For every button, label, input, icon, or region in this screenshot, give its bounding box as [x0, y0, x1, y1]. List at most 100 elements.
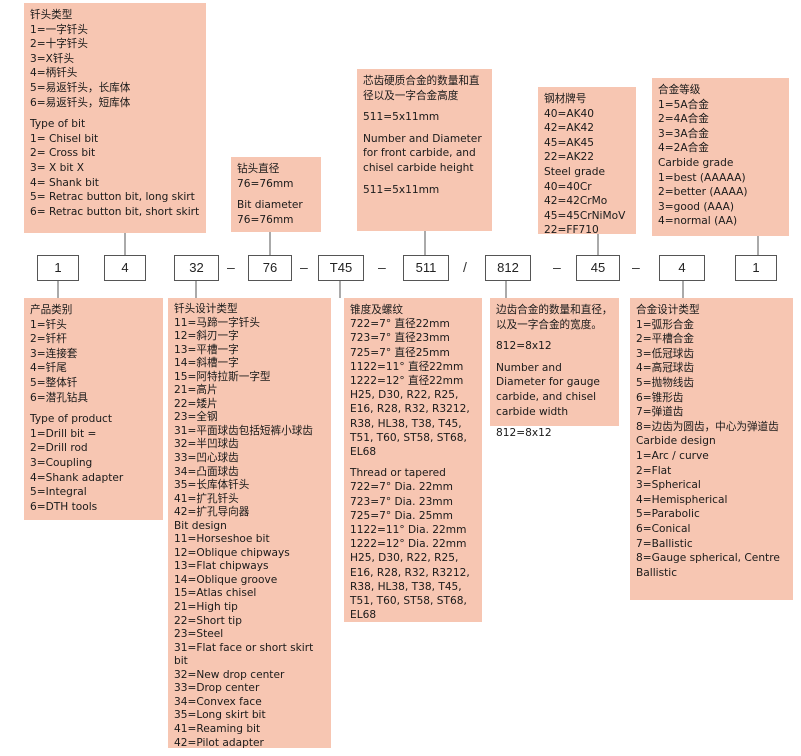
box-line: 22=AK22 — [544, 151, 595, 164]
box-line: Bit design — [174, 519, 227, 532]
box-line: 1=Drill bit = — [30, 427, 97, 440]
box-line: 41=Reaming bit — [174, 722, 261, 735]
box-line: 2=Flat — [636, 464, 672, 477]
box-line: 8=Gauge spherical, Centre Ballistic — [636, 552, 780, 579]
box-line: 5= Retrac button bit, long skirt — [30, 191, 195, 204]
box-line: 722=7° Dia. 22mm — [350, 481, 453, 494]
box-line: 3=good (AAA) — [658, 200, 734, 213]
box-line: 5=Integral — [30, 486, 87, 499]
box-line: 3=Spherical — [636, 479, 701, 492]
spacer — [496, 354, 613, 361]
box-line: 42=扩孔导向器 — [174, 506, 250, 519]
box-line: 511=5x11mm — [363, 183, 440, 196]
box-line: 1= Chisel bit — [30, 132, 99, 145]
separator: – — [300, 259, 308, 275]
box-line: 41=扩孔钎头 — [174, 492, 239, 505]
box-line: 11=马蹄一字钎头 — [174, 316, 260, 329]
box-line: 4=Shank adapter — [30, 471, 124, 484]
box-line: 6=DTH tools — [30, 500, 98, 513]
spacer — [237, 191, 315, 198]
box-line: 511=5x11mm — [363, 111, 440, 124]
box-line: 12=斜刃一字 — [174, 330, 239, 343]
box-line: 锥度及螺纹 — [350, 304, 403, 316]
spacer — [496, 332, 613, 339]
box-line: 6=易返钎头，短库体 — [30, 96, 131, 109]
box-line: 合金设计类型 — [636, 304, 700, 316]
box-line: 1222=12° Dia. 22mm — [350, 538, 467, 551]
box-line: 4=钎尾 — [30, 362, 67, 375]
box-line: 22=Short tip — [174, 614, 242, 627]
separator: – — [553, 259, 561, 275]
box-line: 14=Oblique groove — [174, 573, 278, 586]
box-line: 725=7° 直径25mm — [350, 346, 450, 359]
box-line: 722=7° 直径22mm — [350, 318, 450, 331]
box-line: 40=40Cr — [544, 180, 592, 193]
box-line: 6=锥形齿 — [636, 391, 684, 404]
box-line: 812=8x12 — [496, 340, 552, 353]
box-line: 3=X钎头 — [30, 52, 75, 65]
box-line: 5=Parabolic — [636, 508, 700, 521]
separator: / — [463, 259, 467, 275]
box-line: 4=2A合金 — [658, 142, 709, 155]
box-line: 4=高冠球齿 — [636, 362, 694, 375]
box-line: 合金等级 — [658, 84, 701, 96]
box-line: 1222=12° 直径22mm — [350, 375, 464, 388]
box-line: 3=连接套 — [30, 347, 78, 360]
box-line: 2=钎杆 — [30, 333, 67, 346]
code-thread: T45 — [318, 255, 364, 281]
box-line: 4=normal (AA) — [658, 215, 738, 228]
box-line: 13=Flat chipways — [174, 560, 269, 573]
spacer — [496, 419, 613, 426]
box-line: 2= Cross bit — [30, 147, 96, 160]
box-line: 1=5A合金 — [658, 98, 709, 111]
code-front-carbide: 511 — [403, 255, 449, 281]
box-line: 40=AK40 — [544, 107, 595, 120]
box-line: 钢材牌号 — [544, 93, 587, 105]
box-line: 6= Retrac button bit, short skirt — [30, 205, 200, 218]
box-line: 6=Conical — [636, 522, 691, 535]
box-line: 76=76mm — [237, 213, 294, 226]
box-line: 4= Shank bit — [30, 176, 99, 189]
box-line: H25, D30, R22, R25, E16, R28, R32, R3212… — [350, 552, 470, 622]
box-line: 7=弹道齿 — [636, 406, 684, 419]
box-line: 1=一字钎头 — [30, 23, 88, 36]
box-line: 14=斜槽一字 — [174, 357, 239, 370]
box-line: 5=抛物线齿 — [636, 376, 694, 389]
box-line: 1=best (AAAAA) — [658, 171, 746, 184]
box-line: Type of product — [30, 413, 113, 426]
box-line: 3=Coupling — [30, 456, 93, 469]
box-line: 35=长库体钎头 — [174, 479, 250, 492]
box-line: 32=半凹球齿 — [174, 438, 239, 451]
box-line: 产品类别 — [30, 304, 73, 316]
box-line: 8=边齿为圆齿，中心为弹道齿 — [636, 420, 779, 433]
code-carbide-design: 4 — [659, 255, 705, 281]
separator: – — [378, 259, 386, 275]
box-line: 1=Arc / curve — [636, 449, 709, 462]
box-line: 42=Pilot adapter — [174, 736, 264, 749]
box-line: 32=New drop center — [174, 668, 285, 681]
box-line: 7=Ballistic — [636, 537, 693, 550]
box-line: 45=45CrNiMoV — [544, 209, 626, 222]
box-line: 3=低冠球齿 — [636, 347, 694, 360]
box-line: 725=7° Dia. 25mm — [350, 509, 453, 522]
box-line: 22=FF710 — [544, 224, 599, 237]
box-line: 13=平槽一字 — [174, 343, 239, 356]
spacer — [30, 405, 157, 412]
box-line: 2=Drill rod — [30, 442, 88, 455]
box-line: H25, D30, R22, R25, E16, R28, R32, R3212… — [350, 389, 470, 459]
box-line: 1122=11° 直径22mm — [350, 360, 464, 373]
box-line: 芯齿硬质合金的数量和直径以及一字合金高度 — [363, 75, 480, 102]
spacer — [30, 110, 200, 117]
box-line: 22=矮片 — [174, 397, 218, 410]
box-line: Carbide design — [636, 435, 716, 448]
box-line: 12=Oblique chipways — [174, 546, 290, 559]
box-line: Carbide grade — [658, 156, 734, 169]
box-line: 42=42CrMo — [544, 195, 608, 208]
spacer — [363, 176, 486, 183]
code-bit-type: 4 — [104, 255, 146, 281]
box-line: Bit diameter — [237, 199, 303, 212]
box-line: Steel grade — [544, 165, 606, 178]
